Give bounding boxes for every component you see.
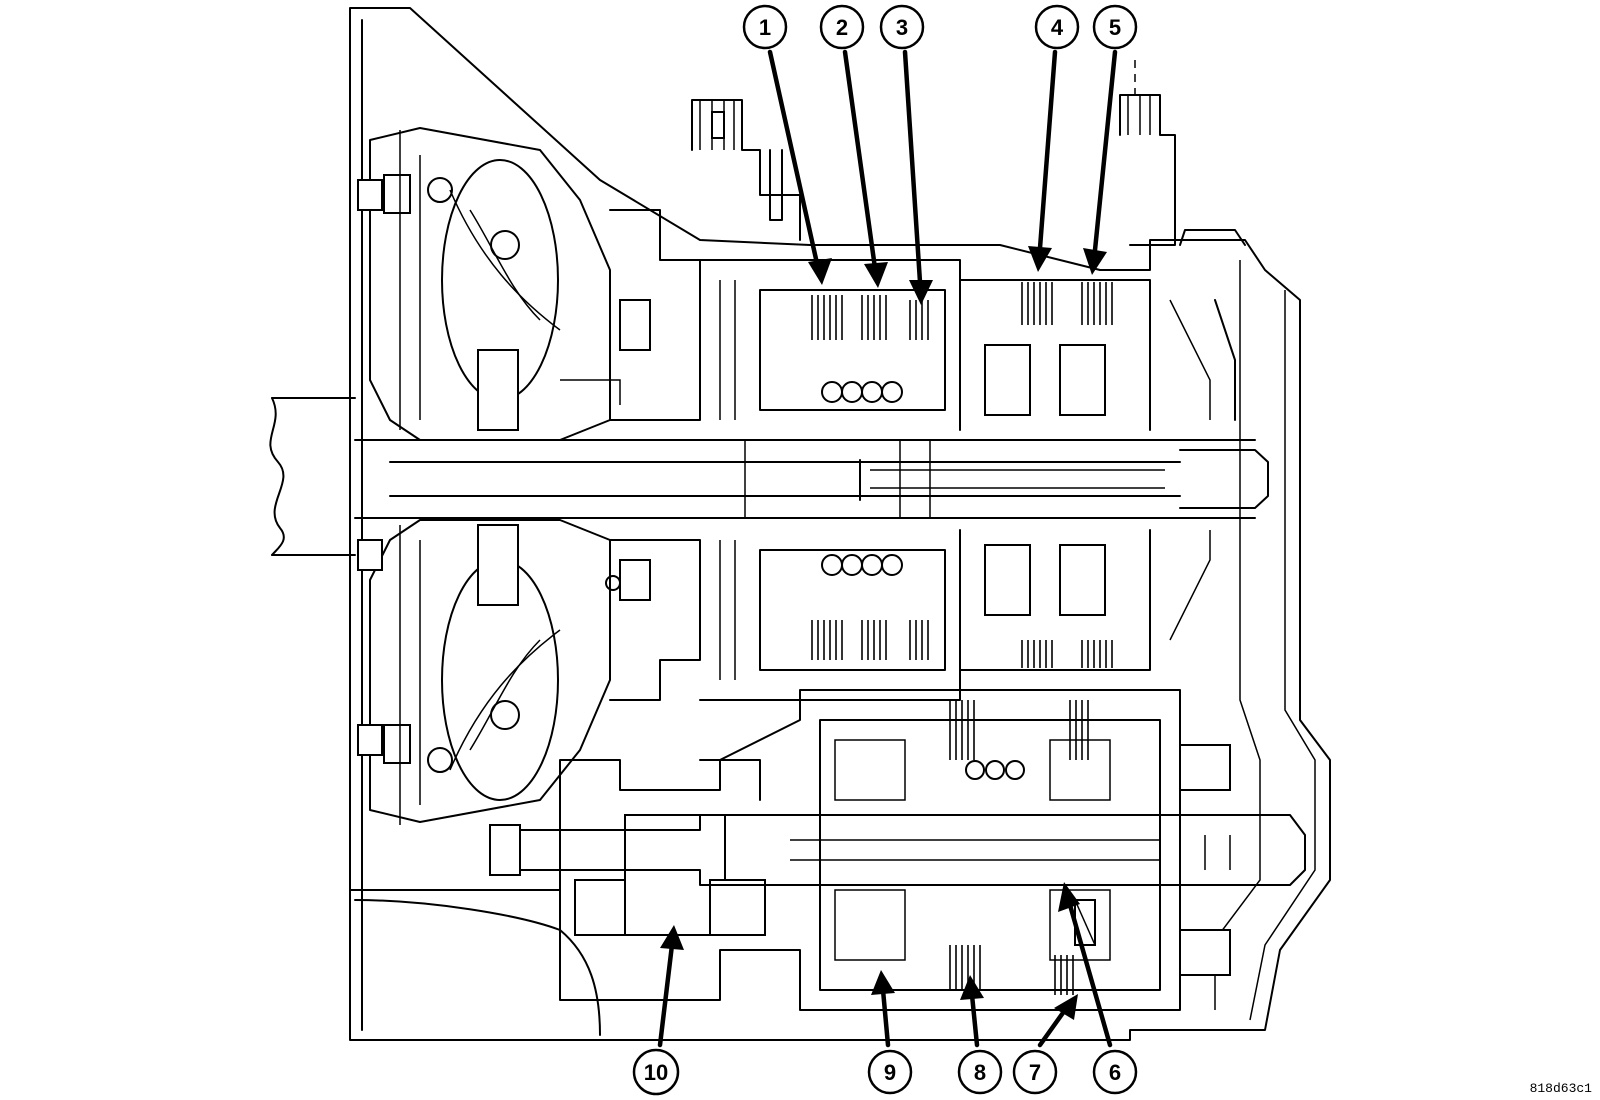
- callout-9: 9: [867, 1049, 913, 1095]
- input-shaft-stub: [269, 397, 356, 556]
- svg-text:7: 7: [1029, 1060, 1041, 1085]
- clutch-pack-7: [1054, 955, 1074, 995]
- clutch-pack-upper-lower: [949, 700, 1089, 760]
- clutch-pack-4: [1021, 282, 1053, 668]
- svg-text:9: 9: [884, 1060, 896, 1085]
- clutch-pack-5: [1081, 282, 1113, 668]
- callout-7: 7: [1012, 1049, 1058, 1095]
- oil-pump: [560, 209, 701, 701]
- svg-text:5: 5: [1109, 15, 1121, 40]
- solenoid-connector-front: [691, 99, 801, 241]
- return-spring-set: [821, 381, 903, 576]
- torque-converter: [357, 127, 611, 825]
- svg-text:1: 1: [759, 15, 771, 40]
- callout-8: 8: [957, 1049, 1003, 1095]
- callout-5: 5: [1092, 4, 1138, 50]
- callout-6: 6: [1092, 1049, 1138, 1095]
- output-shaft: [489, 744, 1306, 976]
- clutch-pack-3: [909, 300, 929, 660]
- svg-text:3: 3: [896, 15, 908, 40]
- callout-3: 3: [879, 4, 925, 50]
- rear-planetary-housing: [959, 279, 1236, 671]
- solenoid-connector-rear: [1119, 60, 1176, 246]
- callout-4: 4: [1034, 4, 1080, 50]
- figure-code: 818d63c1: [1529, 1081, 1592, 1096]
- callout-arrows: [657, 49, 1118, 1048]
- clutch-pack-1: [811, 295, 843, 660]
- clutch-pack-2: [861, 295, 887, 660]
- callout-2: 2: [819, 4, 865, 50]
- main-shaft: [354, 439, 1269, 519]
- clutch-pack-8: [949, 945, 981, 990]
- transfer-gear-housing: [559, 689, 1181, 1011]
- svg-text:2: 2: [836, 15, 848, 40]
- front-clutch-housing: [699, 259, 961, 701]
- svg-text:8: 8: [974, 1060, 986, 1085]
- callout-10: 10: [632, 1048, 680, 1096]
- callout-1: 1: [742, 4, 788, 50]
- svg-text:10: 10: [644, 1060, 668, 1085]
- svg-text:4: 4: [1051, 15, 1064, 40]
- svg-text:6: 6: [1109, 1060, 1121, 1085]
- lower-housing-pan: [349, 889, 601, 1036]
